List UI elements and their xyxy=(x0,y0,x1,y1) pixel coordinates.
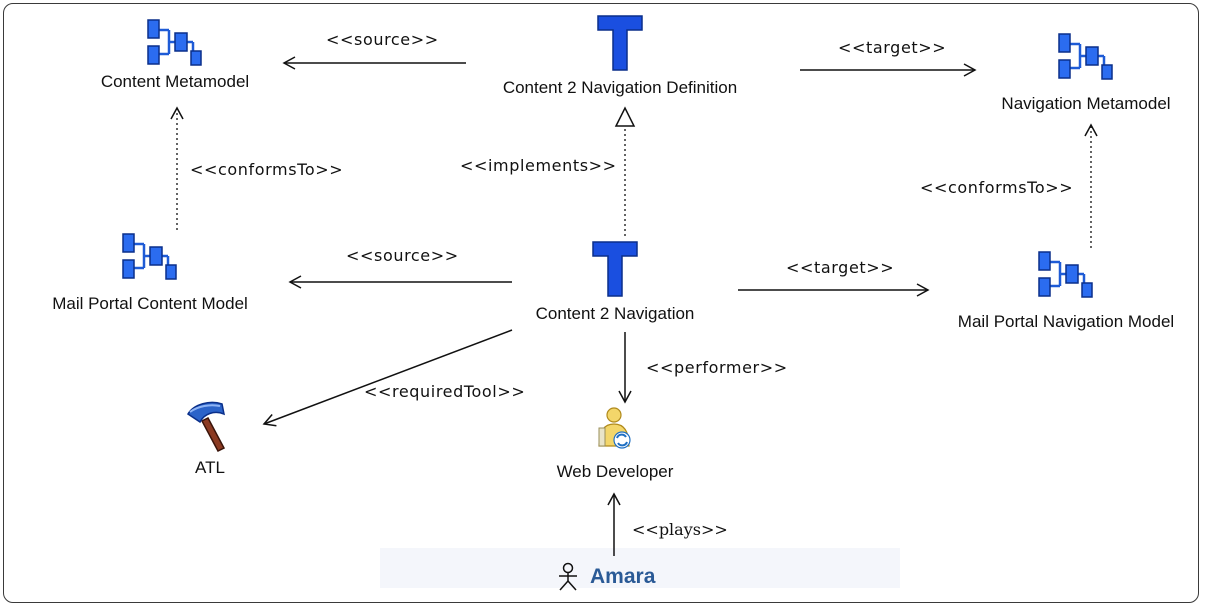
edge-label-implements: <<implements>> xyxy=(460,156,617,175)
hammer-icon xyxy=(186,401,226,452)
node-mail-portal-navigation-model[interactable]: Mail Portal Navigation Model xyxy=(930,250,1202,332)
transformation-icon xyxy=(592,241,638,297)
edge-label-c2n-source: <<source>> xyxy=(346,246,459,265)
node-label: Content 2 Navigation Definition xyxy=(502,78,738,97)
selection-highlight xyxy=(380,548,900,588)
role-icon xyxy=(598,407,631,449)
model-icon xyxy=(1058,32,1114,81)
model-icon xyxy=(1038,250,1094,299)
node-label: ATL xyxy=(195,458,225,477)
node-label: Content 2 Navigation xyxy=(535,304,695,323)
edge-required-tool xyxy=(262,329,513,427)
node-content-metamodel[interactable]: Content Metamodel xyxy=(70,18,280,92)
edge-label-def-target: <<target>> xyxy=(838,38,947,57)
node-navigation-metamodel[interactable]: Navigation Metamodel xyxy=(976,32,1196,114)
actor-icon xyxy=(559,562,577,591)
actor-name: Amara xyxy=(590,565,656,588)
edge-label-required-tool: <<requiredTool>> xyxy=(364,382,526,401)
model-icon xyxy=(147,18,203,67)
edge-label-def-source: <<source>> xyxy=(326,30,439,49)
node-label: Content Metamodel xyxy=(100,72,250,91)
node-label: Mail Portal Content Model xyxy=(52,294,248,313)
node-label: Web Developer xyxy=(556,462,674,481)
edge-label-c2n-target: <<target>> xyxy=(786,258,895,277)
edge-label-performer: <<performer>> xyxy=(646,358,788,377)
node-atl[interactable]: ATL xyxy=(170,400,250,478)
node-label: Mail Portal Navigation Model xyxy=(957,312,1175,331)
node-mail-portal-content-model[interactable]: Mail Portal Content Model xyxy=(20,232,280,314)
node-label: Navigation Metamodel xyxy=(1001,94,1171,113)
node-c2n[interactable]: Content 2 Navigation xyxy=(500,240,730,324)
node-web-developer[interactable]: Web Developer xyxy=(530,406,700,482)
node-amara[interactable]: Amara xyxy=(556,562,655,592)
model-icon xyxy=(122,232,178,281)
edge-label-nav-conforms: <<conformsTo>> xyxy=(920,178,1074,197)
transformation-icon xyxy=(597,15,643,71)
diagram-frame xyxy=(3,3,1199,603)
edge-label-content-conforms: <<conformsTo>> xyxy=(190,160,344,179)
edge-label-plays: <<plays>> xyxy=(632,520,728,539)
node-c2n-definition[interactable]: Content 2 Navigation Definition xyxy=(460,14,780,98)
